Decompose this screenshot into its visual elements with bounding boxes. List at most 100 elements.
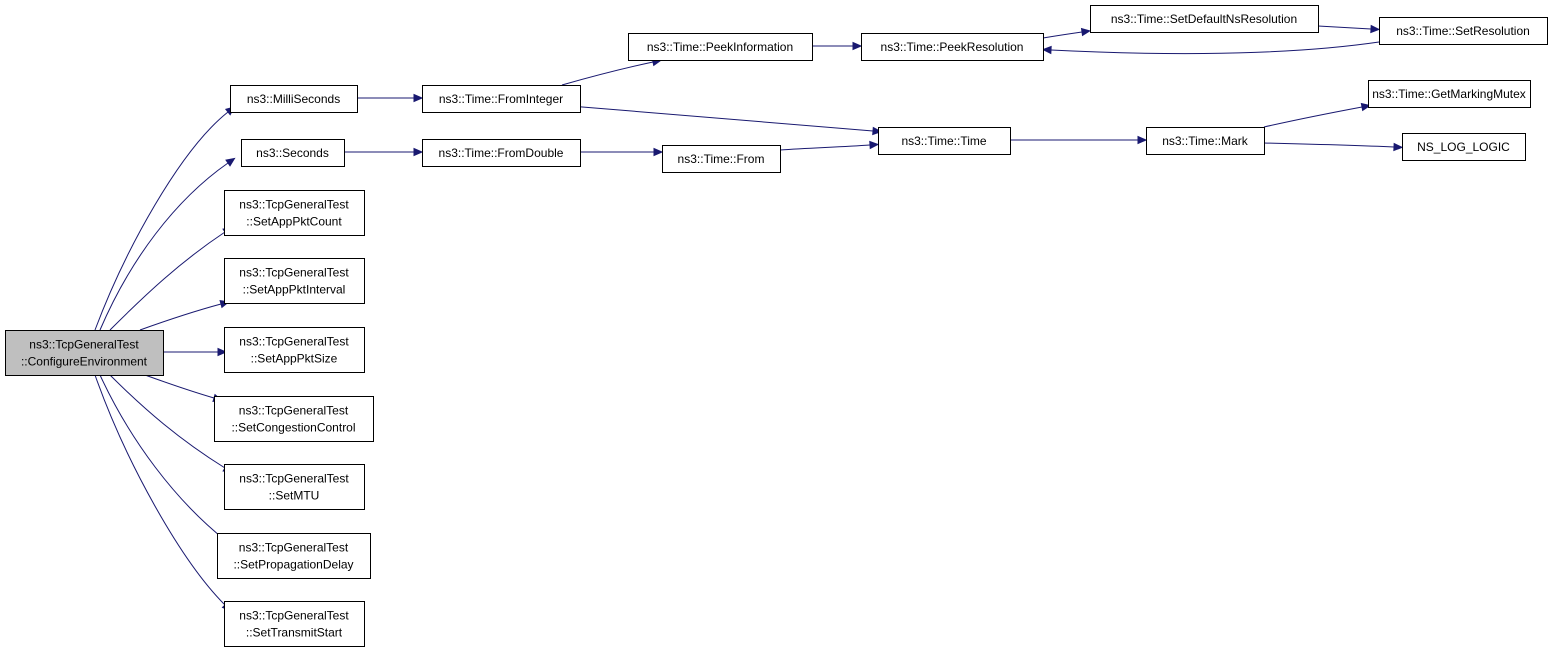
edge-root-to-congest bbox=[144, 374, 215, 399]
arrowhead bbox=[1137, 135, 1148, 145]
node-label: ns3::TcpGeneralTest bbox=[239, 472, 349, 486]
node-txstart[interactable]: ns3::TcpGeneralTest::SetTransmitStart bbox=[224, 601, 365, 647]
arrowhead bbox=[413, 93, 424, 103]
node-box bbox=[241, 139, 345, 167]
arrowhead bbox=[1041, 45, 1052, 55]
node-label: ns3::Time::Mark bbox=[1162, 134, 1249, 148]
arrowhead bbox=[413, 147, 424, 157]
arrowhead bbox=[653, 147, 664, 157]
edge-root-to-pktcount bbox=[109, 231, 226, 331]
node-layer: ns3::TcpGeneralTest::ConfigureEnvironmen… bbox=[5, 5, 1548, 647]
node-box bbox=[224, 464, 365, 510]
node-label: ns3::TcpGeneralTest bbox=[239, 404, 349, 418]
node-label: ::SetAppPktInterval bbox=[243, 283, 346, 297]
node-label: ::SetPropagationDelay bbox=[233, 558, 353, 572]
node-milli[interactable]: ns3::MilliSeconds bbox=[230, 85, 358, 113]
node-label: ::SetAppPktCount bbox=[246, 215, 342, 229]
node-setres[interactable]: ns3::Time::SetResolution bbox=[1379, 17, 1548, 45]
edge-peekres-to-setdef bbox=[1042, 31, 1083, 39]
node-root[interactable]: ns3::TcpGeneralTest::ConfigureEnvironmen… bbox=[5, 330, 164, 376]
node-peekinfo[interactable]: ns3::Time::PeekInformation bbox=[628, 33, 813, 61]
node-box bbox=[214, 396, 374, 442]
node-label: NS_LOG_LOGIC bbox=[1417, 140, 1510, 154]
arrowhead bbox=[1393, 142, 1404, 152]
node-from[interactable]: ns3::Time::From bbox=[662, 145, 781, 173]
edge-fromint-to-peekinfo bbox=[561, 61, 654, 86]
node-pktsize[interactable]: ns3::TcpGeneralTest::SetAppPktSize bbox=[224, 327, 365, 373]
node-box bbox=[662, 145, 781, 173]
node-box bbox=[224, 190, 365, 236]
node-box bbox=[422, 139, 581, 167]
arrowhead bbox=[1080, 27, 1092, 37]
node-box bbox=[5, 330, 164, 376]
node-label: ns3::Seconds bbox=[256, 146, 329, 160]
node-mtu[interactable]: ns3::TcpGeneralTest::SetMTU bbox=[224, 464, 365, 510]
node-box bbox=[861, 33, 1044, 61]
edge-root-to-mtu bbox=[109, 374, 226, 469]
node-fromint[interactable]: ns3::Time::FromInteger bbox=[422, 85, 581, 113]
node-box bbox=[1379, 17, 1548, 45]
node-label: ns3::TcpGeneralTest bbox=[29, 338, 139, 352]
node-box bbox=[224, 601, 365, 647]
edge-layer bbox=[94, 24, 1404, 612]
edge-setdef-to-setres bbox=[1317, 25, 1372, 30]
edge-mark-to-getmutex bbox=[1263, 106, 1363, 128]
node-pktint[interactable]: ns3::TcpGeneralTest::SetAppPktInterval bbox=[224, 258, 365, 304]
edge-root-to-seconds bbox=[99, 162, 229, 331]
edge-root-to-propdelay bbox=[99, 374, 226, 541]
arrowhead bbox=[852, 41, 863, 51]
node-box bbox=[422, 85, 581, 113]
node-congest[interactable]: ns3::TcpGeneralTest::SetCongestionContro… bbox=[214, 396, 374, 442]
node-label: ns3::TcpGeneralTest bbox=[239, 609, 349, 623]
node-fromdbl[interactable]: ns3::Time::FromDouble bbox=[422, 139, 581, 167]
node-time[interactable]: ns3::Time::Time bbox=[878, 127, 1011, 155]
node-label: ns3::Time::Time bbox=[901, 134, 986, 148]
node-label: ns3::TcpGeneralTest bbox=[239, 266, 349, 280]
node-seconds[interactable]: ns3::Seconds bbox=[241, 139, 345, 167]
node-label: ns3::Time::FromInteger bbox=[439, 92, 563, 106]
arrowhead bbox=[217, 347, 228, 357]
node-label: ns3::Time::GetMarkingMutex bbox=[1372, 87, 1526, 101]
node-peekres[interactable]: ns3::Time::PeekResolution bbox=[861, 33, 1044, 61]
edge-root-to-txstart bbox=[94, 374, 226, 606]
arrowhead bbox=[1360, 102, 1372, 112]
arrowhead bbox=[872, 126, 883, 136]
arrowhead bbox=[869, 140, 880, 150]
node-label: ns3::MilliSeconds bbox=[247, 92, 340, 106]
node-label: ns3::TcpGeneralTest bbox=[239, 198, 349, 212]
node-nslog[interactable]: NS_LOG_LOGIC bbox=[1402, 133, 1526, 161]
node-pktcount[interactable]: ns3::TcpGeneralTest::SetAppPktCount bbox=[224, 190, 365, 236]
edge-root-to-milli bbox=[94, 111, 229, 331]
node-label: ns3::Time::PeekResolution bbox=[881, 40, 1024, 54]
node-box bbox=[878, 127, 1011, 155]
node-getmutex[interactable]: ns3::Time::GetMarkingMutex bbox=[1368, 80, 1531, 108]
node-label: ::ConfigureEnvironment bbox=[21, 355, 148, 369]
node-label: ns3::Time::PeekInformation bbox=[647, 40, 793, 54]
edge-root-to-pktint bbox=[139, 303, 222, 331]
node-box bbox=[1368, 80, 1531, 108]
node-label: ns3::Time::From bbox=[678, 152, 765, 166]
arrowhead bbox=[225, 157, 236, 167]
node-box bbox=[224, 258, 365, 304]
node-label: ::SetTransmitStart bbox=[246, 626, 343, 640]
edge-setres-to-peekres bbox=[1050, 41, 1380, 55]
edge-mark-to-nslog bbox=[1263, 142, 1395, 148]
node-label: ns3::Time::SetDefaultNsResolution bbox=[1111, 12, 1297, 26]
edge-from-to-time bbox=[779, 144, 871, 151]
node-label: ns3::Time::SetResolution bbox=[1396, 24, 1530, 38]
node-label: ::SetCongestionControl bbox=[231, 421, 355, 435]
arrowhead bbox=[1370, 24, 1381, 34]
node-box bbox=[217, 533, 371, 579]
node-label: ns3::TcpGeneralTest bbox=[239, 541, 349, 555]
node-setdef[interactable]: ns3::Time::SetDefaultNsResolution bbox=[1090, 5, 1319, 33]
node-box bbox=[1146, 127, 1265, 155]
node-label: ns3::TcpGeneralTest bbox=[239, 335, 349, 349]
node-box bbox=[628, 33, 813, 61]
node-box bbox=[230, 85, 358, 113]
node-label: ::SetAppPktSize bbox=[251, 352, 338, 366]
node-propdelay[interactable]: ns3::TcpGeneralTest::SetPropagationDelay bbox=[217, 533, 371, 579]
edge-fromint-to-time bbox=[569, 105, 874, 132]
node-mark[interactable]: ns3::Time::Mark bbox=[1146, 127, 1265, 155]
node-label: ::SetMTU bbox=[269, 489, 320, 503]
